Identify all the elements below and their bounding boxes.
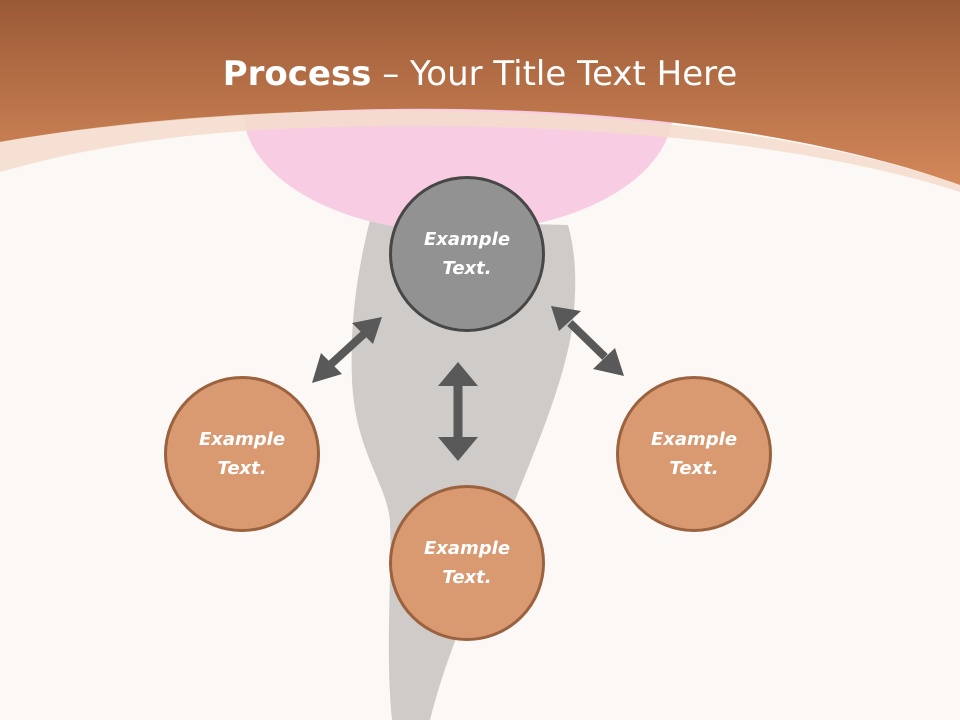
header-band	[0, 0, 960, 185]
title-rest: – Your Title Text Here	[371, 54, 738, 94]
node-bottom: Example Text.	[389, 485, 545, 641]
node-left: Example Text.	[164, 376, 320, 532]
node-top-line1: Example	[423, 229, 511, 250]
node-top-line2: Text.	[442, 258, 492, 279]
arrow-top-left	[312, 317, 382, 383]
node-bottom-line1: Example	[423, 538, 511, 559]
node-right-line2: Text.	[669, 458, 719, 479]
header-swoosh	[0, 110, 960, 192]
node-right: Example Text.	[616, 376, 772, 532]
node-right-line1: Example	[650, 429, 738, 450]
node-bottom-line2: Text.	[442, 567, 492, 588]
arrow-vertical	[438, 362, 478, 461]
arrow-top-right	[551, 306, 624, 376]
title-bold: Process	[222, 54, 372, 94]
slide-title: Process – Your Title Text Here	[0, 52, 960, 96]
node-top: Example Text.	[389, 176, 545, 332]
node-left-line2: Text.	[217, 458, 267, 479]
node-left-line1: Example	[198, 429, 286, 450]
